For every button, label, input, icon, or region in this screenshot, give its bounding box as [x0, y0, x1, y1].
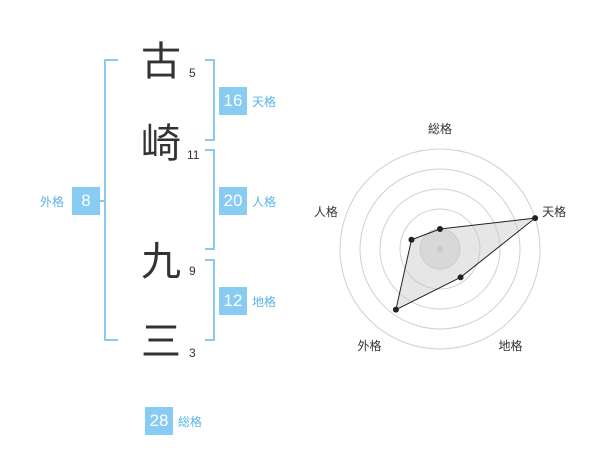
gaikaku-value-badge: 8	[72, 187, 100, 215]
chikaku-label: 地格	[252, 295, 277, 309]
radar-axis-label-5: 人格	[314, 204, 338, 219]
radar-grid-ring	[359, 168, 521, 330]
chikaku-bracket-bottom	[205, 339, 215, 341]
stroke-count-4: 3	[189, 346, 196, 360]
radar-series-area	[395, 217, 537, 311]
radar-points	[392, 215, 539, 313]
stroke-count-1: 5	[189, 66, 196, 80]
name-char-2: 崎	[141, 121, 181, 167]
radar-axis-label-1: 総格	[428, 121, 452, 136]
soukaku-value-badge: 28	[145, 407, 173, 435]
tenkaku-bracket-top	[205, 59, 215, 61]
jinkaku-bracket-spine	[213, 149, 215, 250]
radar-point-4	[392, 306, 399, 313]
tenkaku-bracket-spine	[213, 59, 215, 141]
jinkaku-bracket-top	[205, 149, 215, 151]
jinkaku-bracket-bottom	[205, 248, 215, 250]
chikaku-value-badge: 12	[219, 287, 247, 315]
radar-center-dot	[437, 246, 443, 252]
gaikaku-label: 外格	[40, 195, 65, 209]
radar-axis-label-3: 地格	[499, 338, 523, 353]
chikaku-bracket-top	[205, 259, 215, 261]
tenkaku-value-badge: 16	[219, 87, 247, 115]
stroke-count-2: 11	[187, 148, 200, 162]
radar-axis-label-4: 外格	[357, 338, 381, 353]
radar-point-1	[437, 226, 443, 232]
radar-grid-ring	[399, 208, 481, 290]
gaikaku-bracket-bottom	[104, 339, 118, 341]
tenkaku-label: 天格	[252, 95, 277, 109]
name-char-4: 三	[141, 319, 181, 365]
chikaku-bracket-spine	[213, 259, 215, 341]
jinkaku-value-badge: 20	[219, 187, 247, 215]
radar-grid-ring	[339, 148, 541, 350]
name-char-3: 九	[141, 239, 181, 285]
tenkaku-bracket-bottom	[205, 139, 215, 141]
gaikaku-bracket-tick	[98, 200, 106, 202]
name-char-1: 古	[141, 39, 181, 85]
radar-grid	[339, 148, 541, 350]
gaikaku-bracket-top	[104, 59, 118, 61]
radar-point-5	[408, 236, 415, 243]
radar-point-2	[532, 215, 539, 222]
stroke-count-3: 9	[189, 264, 196, 278]
radar-point-3	[457, 274, 464, 281]
radar-grid-ring	[379, 188, 501, 310]
jinkaku-label: 人格	[252, 195, 277, 209]
soukaku-label: 総格	[178, 415, 203, 429]
radar-axis-label-2: 天格	[542, 204, 566, 219]
